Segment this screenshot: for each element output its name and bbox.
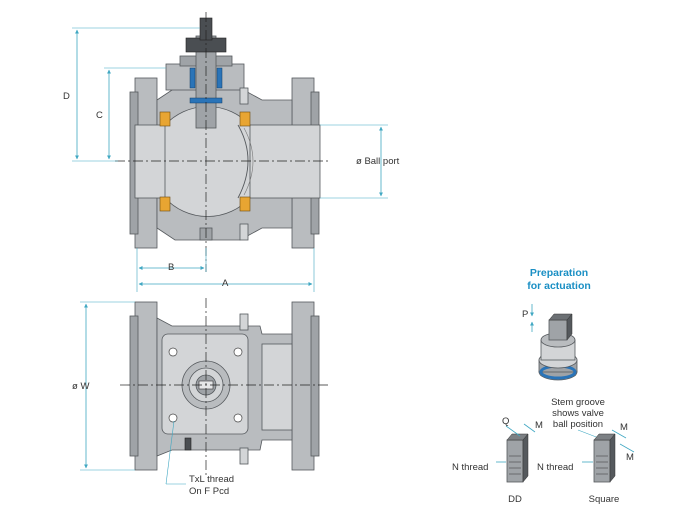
dim-w-label: ø W xyxy=(72,381,89,392)
thread-label-line1: TxL thread xyxy=(189,474,234,485)
actuation-p-label: P xyxy=(522,309,528,320)
dim-ball-port-label: ø Ball port xyxy=(356,156,400,167)
dim-d-label: D xyxy=(63,91,70,102)
actuation-title-line1: Preparation xyxy=(530,267,588,279)
stem-3d-illustration xyxy=(538,313,578,381)
square-n-thread-label: N thread xyxy=(537,462,573,473)
dim-b-label: B xyxy=(168,262,174,273)
valve-bottom-view xyxy=(120,298,330,476)
square-m-top-label: M xyxy=(620,422,628,433)
square-stem-illustration xyxy=(593,433,616,483)
dd-stem-illustration xyxy=(506,433,529,483)
square-label: Square xyxy=(589,494,620,505)
dd-m-label: M xyxy=(535,420,543,431)
valve-section-view xyxy=(115,12,330,272)
dd-n-thread-label: N thread xyxy=(452,462,488,473)
dd-label: DD xyxy=(508,494,522,505)
square-m-side-label: M xyxy=(626,452,634,463)
dim-a-label: A xyxy=(222,278,229,289)
actuation-title-line2: for actuation xyxy=(527,280,591,292)
stem-groove-line2: shows valve xyxy=(552,408,604,419)
dimension-lines-top xyxy=(72,27,388,292)
dd-q-label: Q xyxy=(502,416,509,427)
stem-groove-line1: Stem groove xyxy=(551,397,605,408)
stem-groove-line3: ball position xyxy=(553,419,603,430)
thread-label-line2: On F Pcd xyxy=(189,486,229,497)
dim-c-label: C xyxy=(96,110,103,121)
dimension-lines-bottom xyxy=(80,301,186,485)
